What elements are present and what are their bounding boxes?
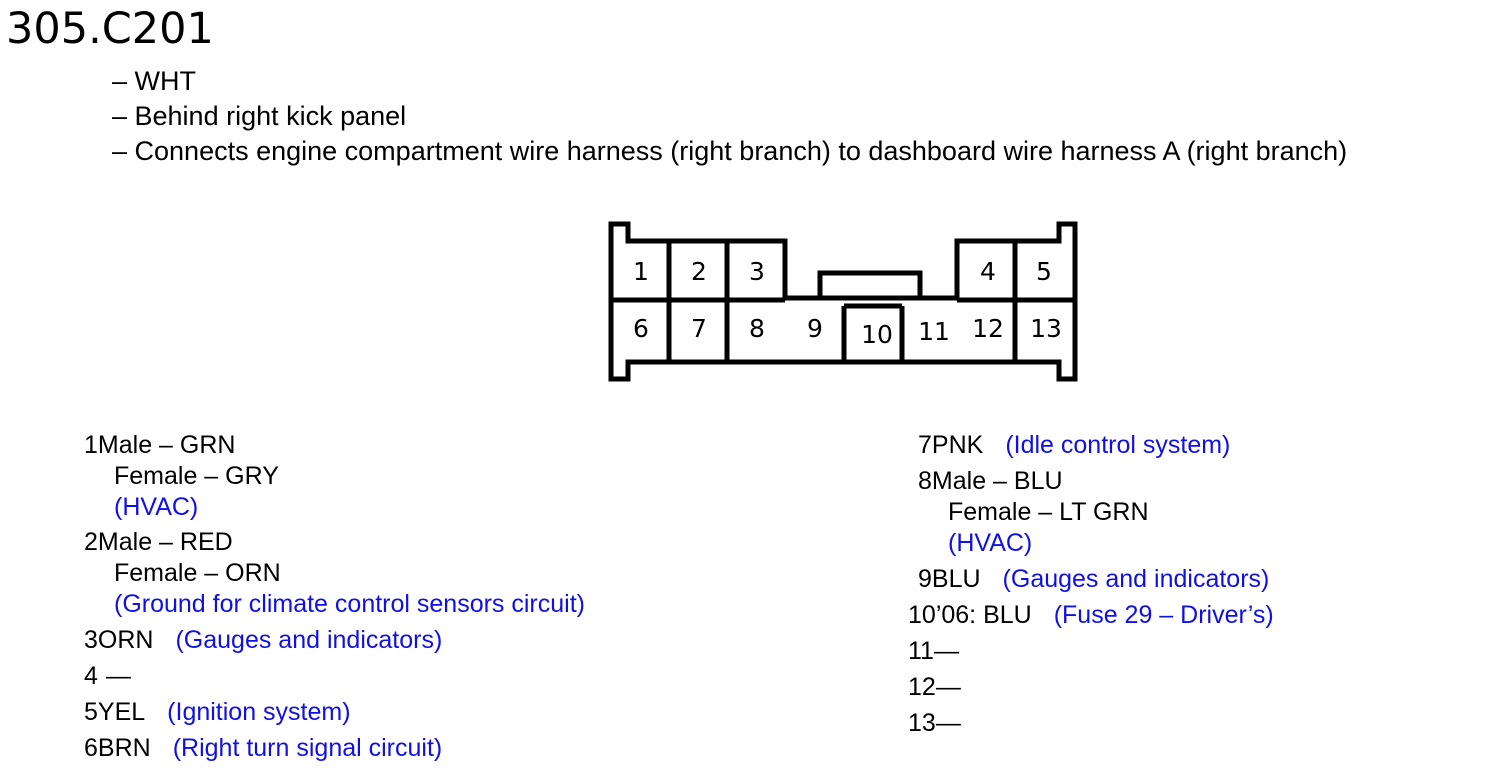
pin-8: 8Male – BLU Female – LT GRN (HVAC): [908, 466, 1274, 559]
wire-color: —: [935, 673, 961, 701]
cavity-label-2: 2: [691, 257, 707, 286]
pin-11: 11—: [908, 636, 1274, 667]
pin-6: 6BRN (Right turn signal circuit): [84, 733, 585, 764]
pin-number: 12: [908, 673, 936, 701]
pin-12: 12—: [908, 672, 1274, 703]
wire-color: BRN: [97, 734, 151, 762]
wire-color: ’06: BLU: [935, 601, 1032, 629]
male-wire: Male – GRN: [97, 431, 236, 459]
pin-number: 8: [918, 467, 932, 495]
cavity-label-4: 4: [980, 257, 996, 286]
female-wire: Female – LT GRN: [948, 498, 1149, 526]
cavity-label-1: 1: [633, 257, 649, 286]
pin-number: 11: [908, 637, 934, 665]
connector-location-line: – Behind right kick panel: [112, 101, 407, 131]
pin-4: 4—: [84, 661, 585, 692]
cavity-label-3: 3: [749, 257, 765, 286]
pin-7: 7PNK (Idle control system): [908, 430, 1274, 461]
female-wire: Female – GRY: [114, 462, 279, 490]
pinout-list-right: 7PNK (Idle control system) 8Male – BLU Fe…: [908, 430, 1274, 739]
pin-number: 3: [84, 626, 98, 654]
pinout-list-left: 1Male – GRN Female – GRY (HVAC) 2Male – …: [84, 430, 585, 764]
circuit-label: (HVAC): [114, 493, 199, 521]
connector-description: – WHT – Behind right kick panel – Connec…: [112, 64, 1347, 169]
pin-3: 3ORN (Gauges and indicators): [84, 625, 585, 656]
circuit-label: (Idle control system): [1005, 431, 1231, 459]
pin-number: 4: [84, 662, 98, 690]
circuit-label: (HVAC): [948, 529, 1033, 557]
circuit-label: (Right turn signal circuit): [172, 734, 443, 762]
circuit-label: (Gauges and indicators): [1002, 565, 1270, 593]
connector-face-diagram: 1 2 3 4 5 6 7 8 9 10 11 12 13: [608, 221, 1078, 382]
cavity-label-10: 10: [861, 320, 893, 349]
pin-number: 9: [918, 565, 932, 593]
pin-number: 13: [908, 709, 936, 737]
pin-number: 2: [84, 528, 98, 556]
cavity-label-12: 12: [972, 314, 1004, 343]
circuit-label: (Fuse 29 – Driver’s): [1053, 601, 1274, 629]
pin-1: 1Male – GRN Female – GRY (HVAC): [84, 430, 585, 523]
cavity-label-7: 7: [691, 314, 707, 343]
female-wire: Female – ORN: [114, 559, 281, 587]
connector-color-line: – WHT: [112, 66, 196, 96]
pin-number: 10: [908, 601, 936, 629]
wire-color: BLU: [931, 565, 981, 593]
circuit-label: (Gauges and indicators): [175, 626, 443, 654]
connector-key: [817, 270, 923, 298]
page-title: 305.C201: [6, 4, 214, 54]
wire-color: ORN: [97, 626, 154, 654]
cavity-label-5: 5: [1036, 257, 1052, 286]
pin-5: 5YEL (Ignition system): [84, 697, 585, 728]
pin-number: 1: [84, 431, 98, 459]
cavity-label-13: 13: [1030, 314, 1062, 343]
wire-color: YEL: [97, 698, 146, 726]
cavity-label-8: 8: [749, 314, 765, 343]
cavity-label-9: 9: [807, 314, 823, 343]
pin-number: 6: [84, 734, 98, 762]
pin-2: 2Male – RED Female – ORN (Ground for cli…: [84, 527, 585, 620]
circuit-label: (Ignition system): [167, 698, 351, 726]
pin-13: 13—: [908, 708, 1274, 739]
connector-housing-outline: [608, 221, 1078, 382]
male-wire: Male – BLU: [931, 467, 1063, 495]
wire-color: —: [933, 637, 959, 665]
cavity-label-6: 6: [633, 314, 649, 343]
wire-color: PNK: [931, 431, 984, 459]
wire-color: —: [105, 662, 131, 690]
male-wire: Male – RED: [97, 528, 233, 556]
wire-color: —: [935, 709, 961, 737]
cavity-label-11: 11: [918, 317, 950, 346]
pin-number: 7: [918, 431, 932, 459]
circuit-label: (Ground for climate control sensors circ…: [114, 590, 585, 618]
pin-number: 5: [84, 698, 98, 726]
pin-9: 9BLU (Gauges and indicators): [908, 564, 1274, 595]
connector-connects-line: – Connects engine compartment wire harne…: [112, 136, 1348, 166]
pin-10: 10’06: BLU (Fuse 29 – Driver’s): [908, 600, 1274, 631]
